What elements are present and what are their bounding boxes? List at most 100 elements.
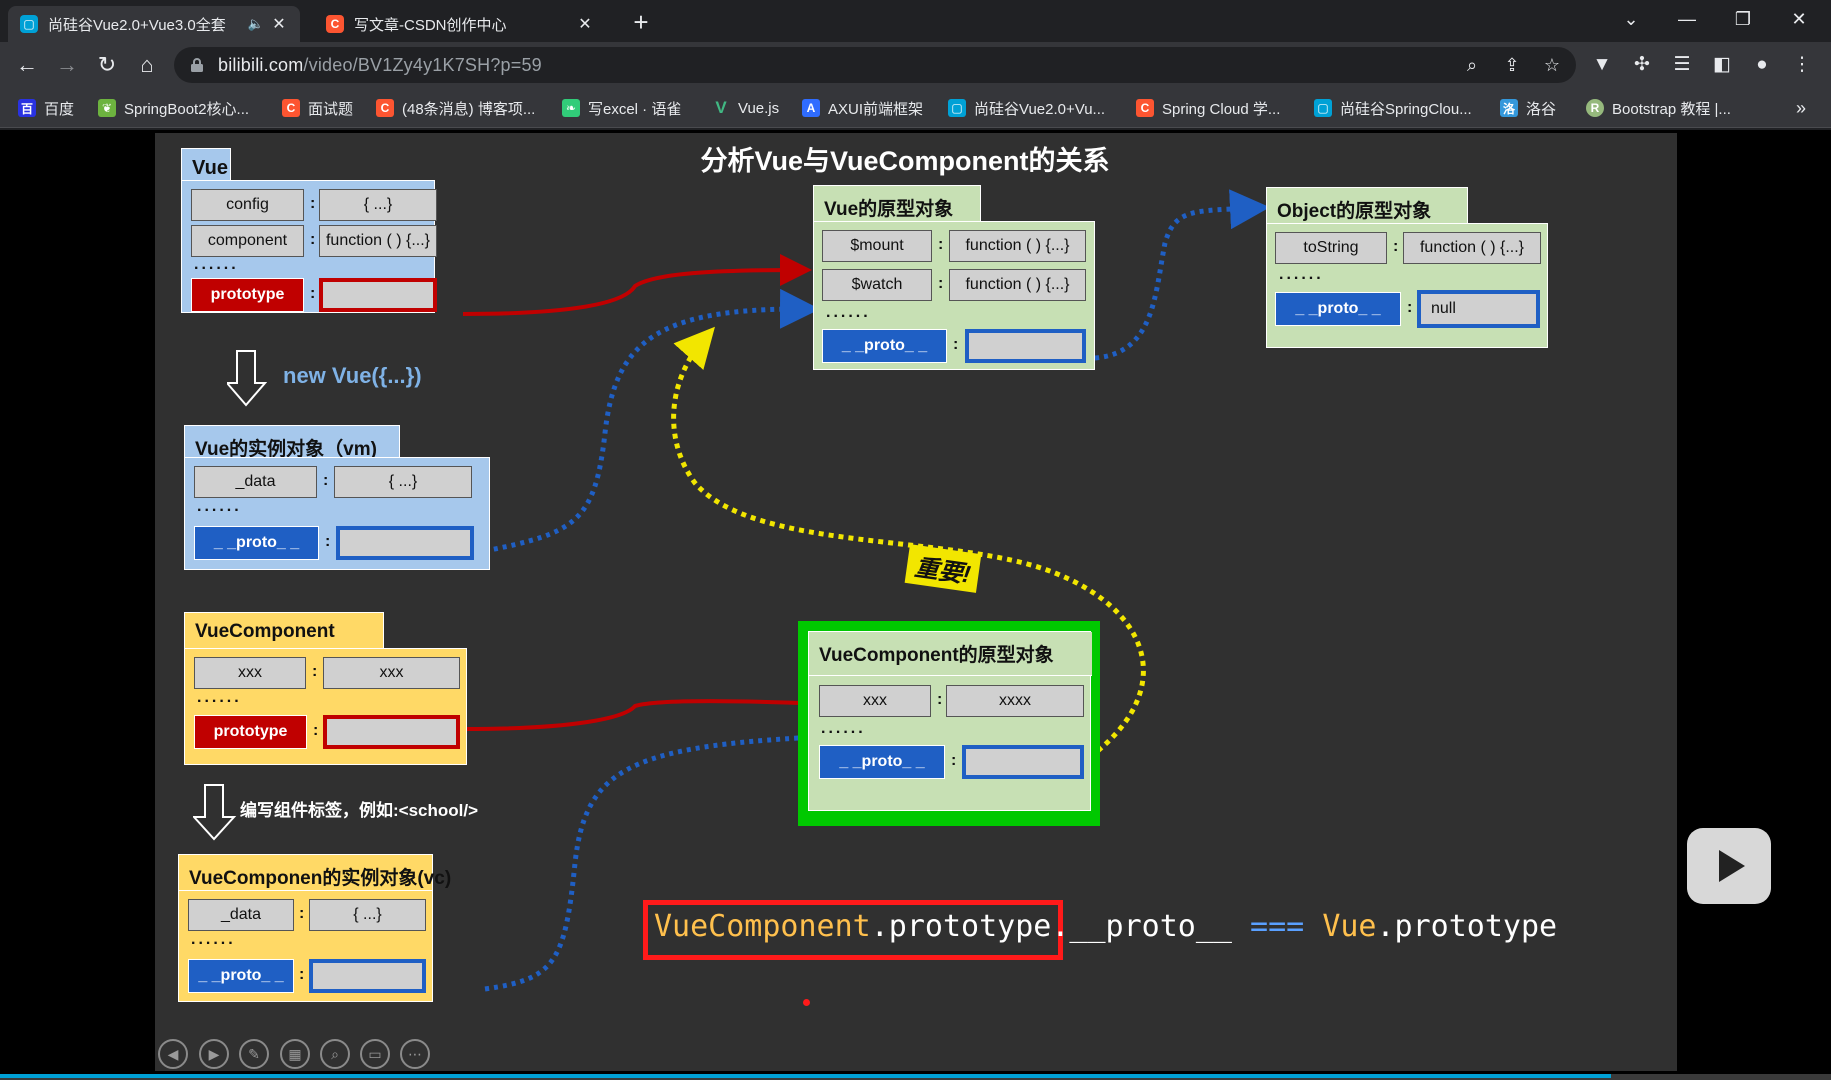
separator: : bbox=[310, 231, 316, 248]
vue-proto-label: Vue的原型对象 bbox=[813, 185, 981, 223]
separator: : bbox=[310, 285, 316, 302]
bookmark-item[interactable]: ▢尚硅谷SpringClou... bbox=[1314, 96, 1472, 120]
reading-list-icon[interactable]: ☰ bbox=[1673, 54, 1691, 75]
vue-panel: config : { ...} component : function ( )… bbox=[181, 180, 437, 313]
menu-icon[interactable]: ⋮ bbox=[1792, 54, 1812, 75]
bilibili-tv-icon[interactable] bbox=[1687, 828, 1771, 904]
vm-proto-key: _ _proto_ _ bbox=[194, 526, 319, 560]
back-icon[interactable]: ← bbox=[16, 52, 38, 77]
side-panel-icon[interactable]: ◧ bbox=[1713, 54, 1731, 75]
vue-proto-mount-value: function ( ) {...} bbox=[949, 230, 1086, 262]
ellipsis: ...... bbox=[197, 498, 242, 515]
subtitle-icon[interactable]: ▭ bbox=[360, 1039, 390, 1069]
object-proto-value: null bbox=[1417, 290, 1540, 328]
vue-proto-watch-key: $watch bbox=[822, 269, 932, 301]
home-icon[interactable]: ⌂ bbox=[140, 52, 154, 77]
browser-chrome: ▢ 尚硅谷Vue2.0+Vue3.0全套 🔈 ✕ C 写文章-CSDN创作中心 … bbox=[0, 0, 1831, 130]
laser-pointer bbox=[803, 999, 810, 1006]
bookmark-item[interactable]: 洛洛谷 bbox=[1500, 96, 1556, 120]
vc-panel: _data : { ...} ...... _ _proto_ _ : bbox=[178, 890, 433, 1002]
vm-data-key: _data bbox=[194, 466, 317, 498]
vpn-extension-icon[interactable]: ▼ bbox=[1592, 54, 1612, 75]
close-tab-icon[interactable]: ✕ bbox=[578, 16, 592, 33]
bookmark-star-icon[interactable]: ☆ bbox=[1543, 55, 1561, 75]
forward-icon[interactable]: → bbox=[56, 52, 78, 77]
tab-bar: ▢ 尚硅谷Vue2.0+Vue3.0全套 🔈 ✕ C 写文章-CSDN创作中心 … bbox=[0, 0, 1831, 42]
play-icon bbox=[1719, 850, 1745, 882]
down-arrow-icon bbox=[193, 784, 237, 841]
ellipsis: ...... bbox=[821, 720, 866, 737]
vm-panel: _data : { ...} ...... _ _proto_ _ : bbox=[184, 457, 490, 570]
bookmarks-more-icon[interactable]: » bbox=[1796, 97, 1807, 118]
url-text[interactable]: bilibili.com/video/BV1Zy4y1K7SH?p=59 bbox=[218, 55, 542, 75]
vc-proto-arrow bbox=[484, 735, 800, 992]
reload-icon[interactable]: ↻ bbox=[97, 52, 117, 77]
separator: : bbox=[310, 195, 316, 212]
important-arrow bbox=[671, 326, 1146, 759]
bookmark-item[interactable]: C(48条消息) 博客项... bbox=[376, 96, 535, 120]
vc-proto-value bbox=[309, 959, 426, 993]
separator: : bbox=[323, 472, 329, 489]
profile-icon[interactable]: ● bbox=[1756, 54, 1768, 75]
separator: : bbox=[951, 752, 957, 769]
vm-proto-arrow bbox=[484, 288, 820, 554]
video-progress[interactable] bbox=[0, 1074, 1831, 1080]
new-tab-button[interactable]: + bbox=[633, 7, 649, 37]
bookmark-item[interactable]: 百百度 bbox=[18, 96, 74, 120]
vc-proto-frame: VueComponent的原型对象 xxx : xxxx ...... _ _p… bbox=[798, 621, 1100, 826]
prev-icon[interactable]: ◀ bbox=[158, 1039, 188, 1069]
separator: : bbox=[299, 966, 305, 983]
pages-icon[interactable]: ▦ bbox=[280, 1039, 310, 1069]
tab-search-icon[interactable]: ⌄ bbox=[1623, 9, 1639, 29]
bookmark-item[interactable]: ❧写excel · 语雀 bbox=[562, 96, 681, 120]
separator: : bbox=[937, 691, 943, 708]
csdn-icon: C bbox=[376, 99, 394, 117]
tab-bilibili[interactable]: ▢ 尚硅谷Vue2.0+Vue3.0全套 🔈 ✕ bbox=[8, 6, 300, 42]
vc-prototype-arrow bbox=[464, 699, 800, 731]
vc-data-key: _data bbox=[188, 899, 294, 931]
vue-proto-mount-key: $mount bbox=[822, 230, 932, 262]
vm-proto-value bbox=[336, 526, 474, 560]
write-tag-note: 编写组件标签，例如:<school/> bbox=[240, 801, 479, 820]
vue-prototype-value bbox=[319, 278, 437, 312]
close-tab-icon[interactable]: ✕ bbox=[272, 16, 286, 33]
bookmark-item[interactable]: ▢尚硅谷Vue2.0+Vu... bbox=[948, 96, 1105, 120]
lock-icon[interactable] bbox=[190, 57, 204, 73]
vc-ctor-key: xxx bbox=[194, 657, 306, 689]
zoom-icon[interactable]: ⌕ bbox=[320, 1039, 350, 1069]
share-icon[interactable]: ⇪ bbox=[1504, 55, 1520, 75]
progress-fill bbox=[0, 1074, 1612, 1078]
pen-icon[interactable]: ✎ bbox=[239, 1039, 269, 1069]
bookmark-item[interactable]: ❦SpringBoot2核心... bbox=[98, 96, 249, 120]
vue-label: Vue bbox=[181, 148, 231, 182]
next-icon[interactable]: ▶ bbox=[199, 1039, 229, 1069]
down-arrow-icon bbox=[227, 350, 267, 407]
vue-config-key: config bbox=[191, 189, 304, 221]
vue-proto-watch-value: function ( ) {...} bbox=[949, 269, 1086, 301]
extensions-icon[interactable]: ✣ bbox=[1634, 54, 1650, 75]
csdn-icon: C bbox=[1136, 99, 1154, 117]
vc-proto-panel: VueComponent的原型对象 xxx : xxxx ...... _ _p… bbox=[808, 631, 1092, 811]
arrow-layer bbox=[462, 189, 1270, 992]
zoom-icon[interactable]: ⌕ bbox=[1466, 55, 1478, 75]
close-window-icon[interactable]: ✕ bbox=[1791, 9, 1807, 29]
minimize-icon[interactable]: — bbox=[1678, 9, 1696, 29]
restore-icon[interactable]: ❐ bbox=[1734, 9, 1752, 29]
more-icon[interactable]: ⋯ bbox=[400, 1039, 430, 1069]
vc-proto-key: _ _proto_ _ bbox=[188, 959, 294, 993]
address-bar[interactable]: bilibili.com/video/BV1Zy4y1K7SH?p=59 ⌕ ⇪… bbox=[174, 47, 1576, 83]
audio-icon[interactable]: 🔈 bbox=[247, 16, 264, 31]
tab-csdn[interactable]: C 写文章-CSDN创作中心 ✕ bbox=[314, 6, 606, 42]
separator: : bbox=[313, 722, 319, 739]
vc-proto-value: xxxx bbox=[946, 685, 1084, 717]
vue-component-key: component bbox=[191, 225, 304, 257]
ellipsis: ...... bbox=[826, 304, 871, 321]
separator: : bbox=[953, 336, 959, 353]
vc-ctor-label: VueComponent bbox=[184, 612, 384, 650]
